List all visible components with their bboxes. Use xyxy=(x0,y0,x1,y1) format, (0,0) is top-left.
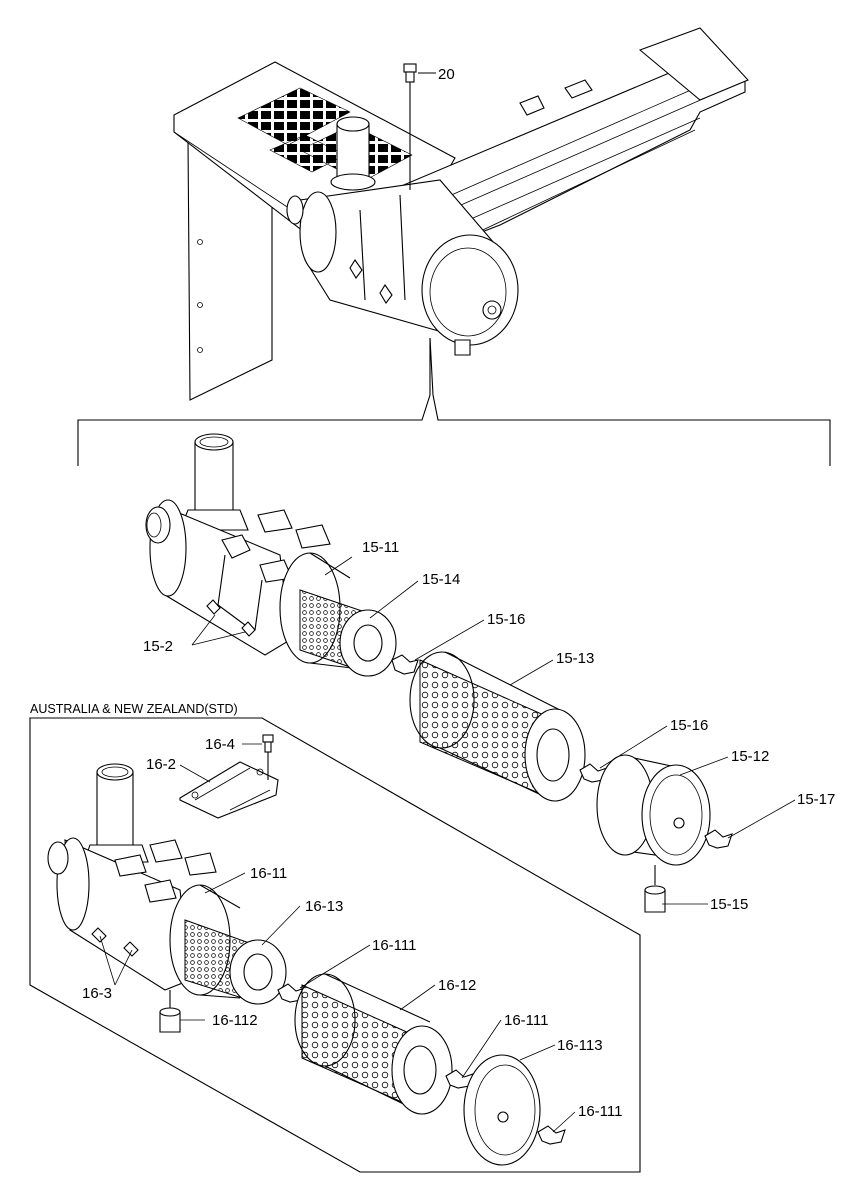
label-15-17: 15-17 xyxy=(797,791,835,808)
assembly-16 xyxy=(47,734,566,1166)
label-15-16-a: 15-16 xyxy=(487,611,525,628)
label-15-12: 15-12 xyxy=(731,748,769,765)
label-16-112: 16-112 xyxy=(212,1012,258,1029)
region-box xyxy=(29,717,641,1173)
assembly-15 xyxy=(145,433,733,913)
label-16-2: 16-2 xyxy=(146,756,176,773)
part-labels: 20 15-11 15-14 15-16 15-13 15-2 15-16 15… xyxy=(30,66,835,1120)
label-16-111-a: 16-111 xyxy=(372,937,416,954)
label-15-14: 15-14 xyxy=(422,571,460,588)
region-title: AUSTRALIA & NEW ZEALAND(STD) xyxy=(30,702,238,716)
leader-lines xyxy=(99,556,796,1133)
label-16-12: 16-12 xyxy=(438,977,476,994)
machine-assembly xyxy=(173,27,749,401)
label-15-16-b: 15-16 xyxy=(670,717,708,734)
label-16-4: 16-4 xyxy=(205,736,235,753)
label-20: 20 xyxy=(438,66,455,83)
callout-bracket xyxy=(77,337,831,466)
label-16-111-c: 16-111 xyxy=(578,1103,622,1120)
label-16-111-b: 16-111 xyxy=(504,1012,548,1029)
label-15-15: 15-15 xyxy=(710,896,748,913)
label-15-13: 15-13 xyxy=(556,650,594,667)
label-16-11: 16-11 xyxy=(250,865,287,882)
label-16-113: 16-113 xyxy=(557,1037,603,1054)
label-15-2: 15-2 xyxy=(143,638,173,655)
label-16-13: 16-13 xyxy=(305,898,343,915)
label-15-11: 15-11 xyxy=(362,539,399,556)
label-16-3: 16-3 xyxy=(82,985,112,1002)
